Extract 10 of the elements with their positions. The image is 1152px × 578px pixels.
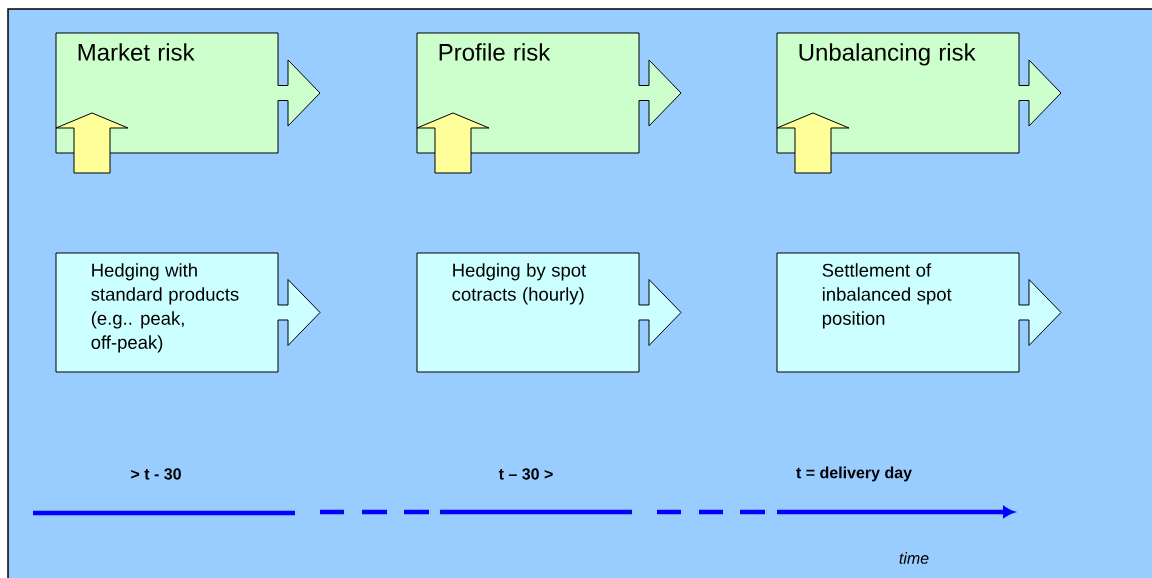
period-label: > t - 30	[131, 468, 181, 480]
measure-callout: Hedging with standard products (e.g.. peak, off-peak)	[55, 252, 321, 373]
measure-callout: Settlement of inbalanced spot position	[776, 252, 1062, 373]
period-label: t – 30 >	[498, 468, 553, 480]
period-label: t = delivery day	[796, 466, 912, 482]
axis-label: time	[899, 552, 929, 564]
risk-callout: Market risk	[55, 32, 321, 154]
risk-callout: Unbalancing risk	[776, 32, 1062, 154]
measure-callout: Hedging by spot cotracts (hourly)	[416, 252, 682, 373]
risk-callout: Profile risk	[416, 32, 682, 154]
